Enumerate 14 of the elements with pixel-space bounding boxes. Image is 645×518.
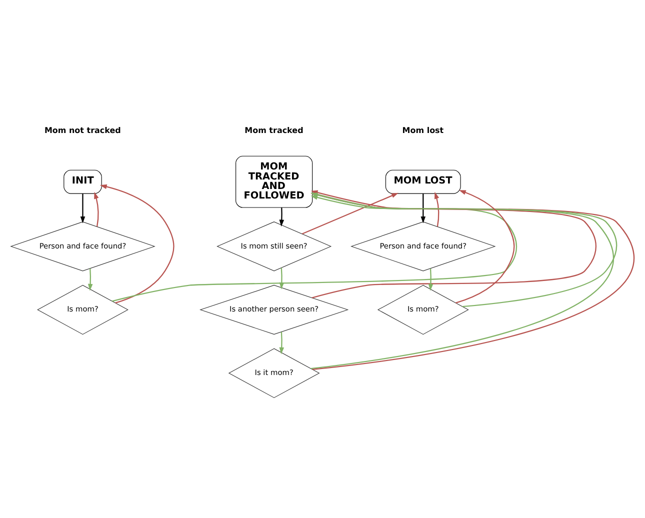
arrow [279, 267, 284, 289]
arrow [434, 191, 440, 226]
arrow [80, 193, 86, 223]
arrow [88, 268, 93, 290]
arrow [456, 190, 515, 303]
node-box: MOM LOST [385, 169, 461, 194]
arrow [428, 268, 434, 290]
arrow [279, 331, 284, 354]
node-box: MOM TRACKED AND FOLLOWED [236, 155, 313, 208]
arrow [100, 184, 174, 303]
node-box: INIT [64, 169, 102, 194]
arrow [94, 191, 99, 226]
arrow [279, 207, 284, 226]
arrow [420, 193, 426, 223]
